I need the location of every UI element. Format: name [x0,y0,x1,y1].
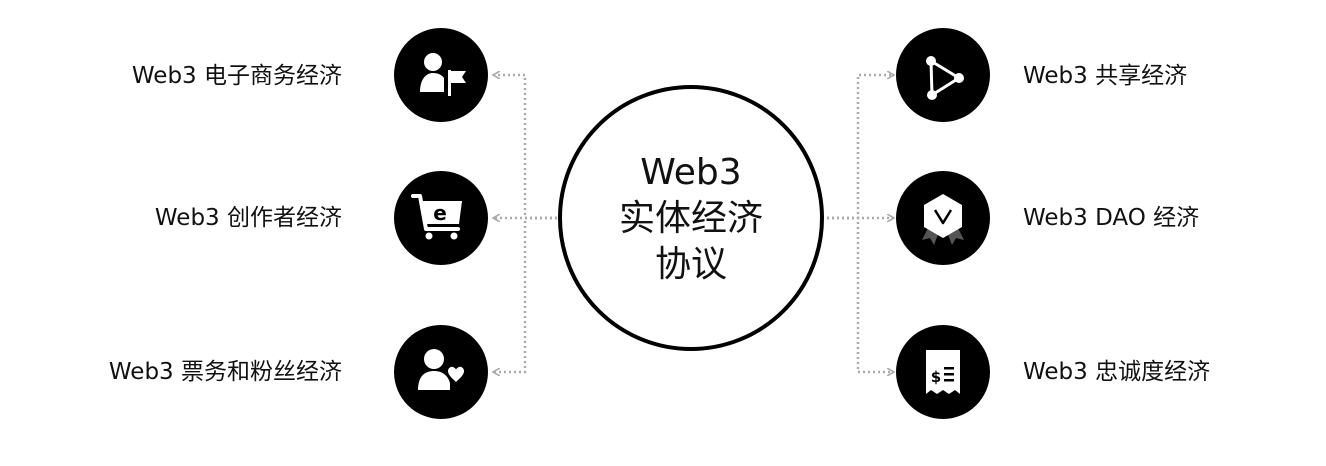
svg-text:e: e [433,201,447,225]
person-heart-icon [418,349,464,390]
center-line-1: Web3 [640,152,742,193]
right-connectors [822,75,893,372]
connector-to-loyalty [822,216,893,372]
label-ticketing: Web3 票务和粉丝经济 [108,359,342,385]
share-nodes-icon [926,56,964,100]
left-connectors [494,75,562,372]
person-flag-icon [420,53,466,96]
connector-to-ecommerce [494,75,562,220]
center-line-2: 实体经济 [618,198,763,239]
node-loyalty: $ [896,325,990,419]
label-ecommerce: Web3 电子商务经济 [131,63,342,89]
connector-to-sharing [822,75,893,220]
node-dao [896,171,990,265]
node-ecommerce [394,28,488,122]
center-line-3: 协议 [654,244,727,285]
label-dao: Web3 DAO 经济 [1023,205,1200,231]
center-title: Web3 实体经济 协议 [563,150,819,288]
connector-to-ticketing [494,216,562,372]
label-loyalty: Web3 忠诚度经济 [1023,359,1211,385]
label-sharing: Web3 共享经济 [1023,63,1188,89]
receipt-dollar-icon: $ [926,350,960,394]
svg-text:$: $ [931,368,941,386]
node-ticketing [394,325,488,419]
node-creator: e [394,171,488,265]
node-sharing [896,28,990,122]
badge-ribbon-icon [922,194,964,245]
e-commerce-cart-icon: e [411,194,462,240]
center-circle [558,85,824,351]
label-creator: Web3 创作者经济 [154,205,342,231]
